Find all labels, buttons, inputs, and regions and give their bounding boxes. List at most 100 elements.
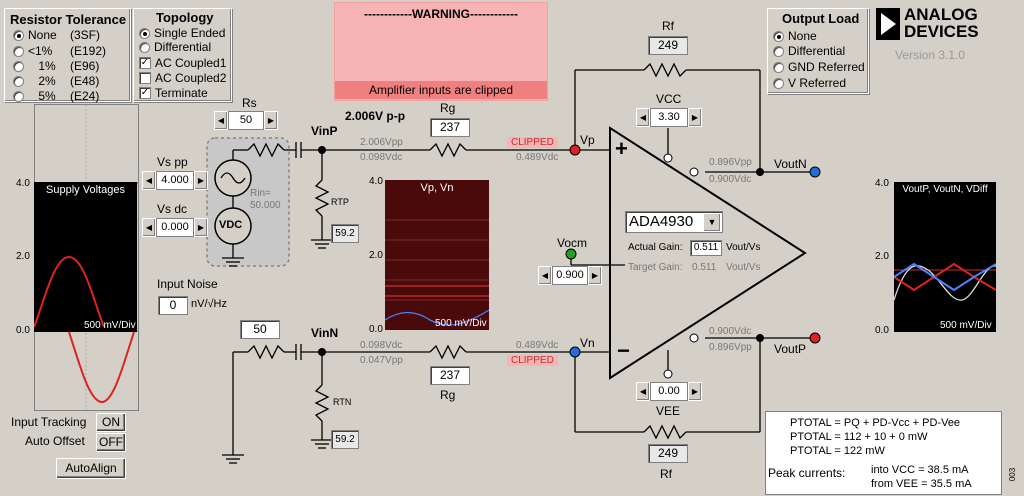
vee-spinner[interactable]: ◀ 0.00 ▶	[636, 382, 702, 401]
top-vdc-right: 0.489Vdc	[516, 152, 559, 163]
topology-differential[interactable]: Differential	[139, 40, 211, 54]
ac-coupled2-checkbox[interactable]: AC Coupled2	[139, 71, 226, 85]
power-line1: PTOTAL = PQ + PD-Vcc + PD-Vee	[790, 417, 961, 429]
vpvn-scope-trace	[385, 219, 489, 326]
increment-icon[interactable]: ▶	[688, 108, 702, 127]
decrement-icon[interactable]: ◀	[214, 111, 228, 130]
increment-icon[interactable]: ▶	[588, 266, 602, 285]
power-line2: PTOTAL = 112 + 10 + 0 mW	[790, 431, 928, 443]
input-tracking-toggle[interactable]: ON	[96, 413, 126, 432]
actual-gain-label: Actual Gain:	[628, 242, 683, 253]
decrement-icon[interactable]: ◀	[538, 266, 552, 285]
vinp-label: VinP	[311, 124, 338, 138]
rtn-label: RTN	[333, 397, 352, 407]
output-load-gnd[interactable]: GND Referred	[773, 60, 865, 74]
output-load-differential[interactable]: Differential	[773, 44, 845, 58]
tolerance-option-1[interactable]: 1%(E96)	[13, 59, 99, 73]
chevron-down-icon[interactable]: ▼	[703, 213, 721, 232]
decrement-icon[interactable]: ◀	[142, 218, 156, 237]
rg-bottom-label: Rg	[440, 388, 456, 402]
output-scope-div: 500 mV/Div	[940, 320, 992, 331]
rtn-value: 59.2	[331, 430, 359, 449]
topology-group: Topology Single Ended Differential ✓AC C…	[133, 8, 232, 102]
vn-label: Vn	[580, 336, 595, 350]
resistor-tolerance-group: Resistor Tolerance None(3SF) <1%(E192) 1…	[4, 8, 131, 103]
increment-icon[interactable]: ▶	[264, 111, 278, 130]
vpvn-y-top: 4.0	[369, 176, 383, 187]
vcc-value[interactable]: 3.30	[650, 108, 688, 127]
auto-offset-toggle[interactable]: OFF	[96, 433, 126, 452]
vcc-spinner[interactable]: ◀ 3.30 ▶	[636, 108, 702, 127]
option-label: V Referred	[788, 76, 847, 90]
input-noise-field[interactable]: 0	[158, 296, 188, 315]
part-select[interactable]: ADA4930 ▼	[625, 211, 723, 233]
rf-top-field[interactable]: 249	[648, 36, 688, 55]
decrement-icon[interactable]: ◀	[636, 108, 650, 127]
supply-scope-div: 500 mV/Div	[84, 320, 136, 331]
brand-line1: ANALOG	[904, 5, 978, 24]
increment-icon[interactable]: ▶	[688, 382, 702, 401]
input-noise-label: Input Noise	[157, 277, 218, 291]
vpvn-scope-title: Vp, Vn	[420, 182, 454, 194]
output-scope: VoutP, VoutN, VDiff 500 mV/Div	[894, 182, 996, 332]
voutp-vdc: 0.900Vdc	[709, 326, 752, 337]
decrement-icon[interactable]: ◀	[636, 382, 650, 401]
figure-id: 003	[1008, 467, 1018, 482]
actual-gain-value: 0.511	[690, 240, 722, 256]
vspp-value[interactable]: 4.000	[156, 171, 194, 190]
tolerance-option-2[interactable]: 2%(E48)	[13, 74, 99, 88]
rtp-label: RTP	[331, 197, 349, 207]
option-label: Single Ended	[154, 26, 226, 40]
increment-icon[interactable]: ▶	[194, 218, 208, 237]
tolerance-option-none[interactable]: None(3SF)	[13, 28, 100, 42]
vsdc-value[interactable]: 0.000	[156, 218, 194, 237]
analog-devices-logo: ANALOG DEVICES	[876, 6, 998, 46]
output-load-none[interactable]: None	[773, 29, 817, 43]
rf-bottom-field[interactable]: 249	[648, 444, 688, 463]
option-label: 2%	[38, 74, 56, 88]
rs-label: Rs	[242, 96, 257, 110]
vocm-label: Vocm	[557, 236, 588, 250]
rg-bottom-field[interactable]: 237	[430, 366, 470, 385]
tolerance-option-5[interactable]: 5%(E24)	[13, 89, 99, 103]
rs-value[interactable]: 50	[228, 111, 264, 130]
option-label: AC Coupled2	[155, 71, 227, 85]
rsn-value[interactable]: 50	[240, 320, 280, 339]
option-series: (E96)	[70, 59, 100, 73]
target-gain-value: 0.511	[692, 262, 717, 273]
rg-top-field[interactable]: 237	[430, 118, 470, 137]
supply-voltages-scope: Supply Voltages 500 mV/Div	[34, 182, 137, 332]
tolerance-option-lt1[interactable]: <1%(E192)	[13, 44, 106, 58]
power-summary: PTOTAL = PQ + PD-Vcc + PD-Vee PTOTAL = 1…	[765, 411, 1002, 495]
voutn-label: VoutN	[774, 157, 807, 171]
vspp-spinner[interactable]: ◀ 4.000 ▶	[142, 171, 208, 190]
topology-single-ended[interactable]: Single Ended	[139, 26, 225, 40]
vsdc-spinner[interactable]: ◀ 0.000 ▶	[142, 218, 208, 237]
terminate-checkbox[interactable]: ✓Terminate	[139, 86, 208, 100]
vocm-value[interactable]: 0.900	[552, 266, 588, 285]
output-load-vref[interactable]: V Referred	[773, 76, 846, 90]
rs-spinner[interactable]: ◀ 50 ▶	[214, 111, 278, 130]
rf-top-label: Rf	[662, 19, 674, 33]
bottom-vpp-left: 0.047Vpp	[360, 355, 403, 366]
input-noise-unit: nV/√Hz	[191, 298, 227, 310]
target-gain-unit: Vout/Vs	[726, 262, 761, 273]
top-vdc-left: 0.098Vdc	[360, 152, 403, 163]
radio-icon	[13, 60, 24, 72]
peak-currents-label: Peak currents:	[768, 466, 846, 480]
rg-top-label: Rg	[440, 101, 456, 115]
ac-coupled1-checkbox[interactable]: ✓AC Coupled1	[139, 56, 226, 70]
increment-icon[interactable]: ▶	[194, 171, 208, 190]
rtp-value: 59.2	[331, 224, 359, 243]
vocm-spinner[interactable]: ◀ 0.900 ▶	[538, 266, 602, 285]
decrement-icon[interactable]: ◀	[142, 171, 156, 190]
bottom-vdc-right: 0.489Vdc	[516, 340, 559, 351]
vdc-label: VDC	[219, 219, 243, 231]
supply-y-top: 4.0	[16, 178, 30, 189]
out-y-top: 4.0	[875, 178, 889, 189]
autoalign-button[interactable]: AutoAlign	[56, 458, 126, 479]
supply-y-mid: 2.0	[16, 251, 30, 262]
peak-vcc: into VCC = 38.5 mA	[871, 464, 969, 476]
top-vpp-left: 2.006Vpp	[360, 137, 403, 148]
vee-value[interactable]: 0.00	[650, 382, 688, 401]
